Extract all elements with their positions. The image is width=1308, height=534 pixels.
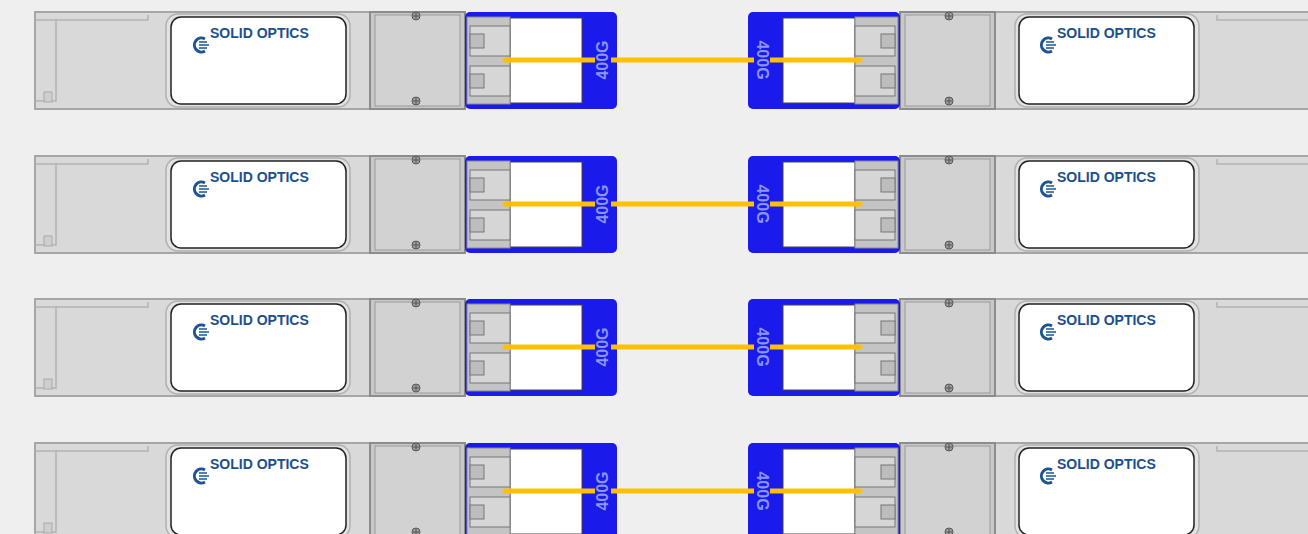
fiber-cable [617,491,748,492]
brand-label: SOLID OPTICS [210,456,309,472]
brand-label: SOLID OPTICS [1057,25,1156,41]
brand-label: SOLID OPTICS [1057,312,1156,328]
speed-marking: 400G [754,469,770,512]
speed-marking: 400G [595,325,611,368]
transceiver-module: SOLID OPTICS 400G [748,156,1308,253]
brand-label: SOLID OPTICS [210,312,309,328]
speed-marking: 400G [754,38,770,81]
brand-label: SOLID OPTICS [210,169,309,185]
transceiver-module: SOLID OPTICS 400G [35,12,617,109]
speed-marking: 400G [754,325,770,368]
fiber-cable [617,347,748,348]
fiber-cable [617,60,748,61]
brand-label: SOLID OPTICS [1057,169,1156,185]
speed-marking: 400G [754,182,770,225]
transceiver-module: SOLID OPTICS 400G [748,443,1308,534]
brand-label: SOLID OPTICS [210,25,309,41]
transceiver-module: SOLID OPTICS 400G [748,299,1308,396]
transceiver-module: SOLID OPTICS 400G [35,443,617,534]
transceiver-module: SOLID OPTICS 400G [35,156,617,253]
speed-marking: 400G [595,469,611,512]
brand-label: SOLID OPTICS [1057,456,1156,472]
fiber-cable [617,204,748,205]
speed-marking: 400G [595,182,611,225]
transceiver-module: SOLID OPTICS 400G [35,299,617,396]
speed-marking: 400G [595,38,611,81]
transceiver-module: SOLID OPTICS 400G [748,12,1308,109]
